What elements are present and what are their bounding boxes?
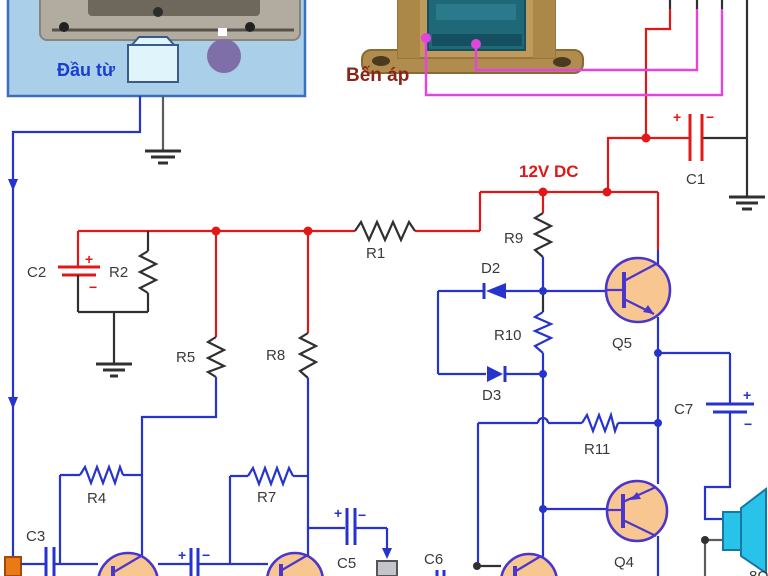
label-c2: C2 xyxy=(27,264,46,281)
cassette-screw-left xyxy=(59,22,69,32)
cassette-photo xyxy=(39,0,301,41)
pinch-roller-icon xyxy=(207,39,241,73)
c7-plus-sign: + xyxy=(743,387,751,403)
transistor-q5: Q5 xyxy=(543,192,672,353)
label-r11: R11 xyxy=(584,441,610,458)
q5-emitter-arrow-icon xyxy=(643,305,654,314)
resistor-r8 xyxy=(297,332,319,379)
rectifier-output-wire xyxy=(644,9,672,138)
label-tape-head: Đầu từ xyxy=(57,60,116,80)
resistor-r10 xyxy=(532,311,554,354)
label-r5: R5 xyxy=(176,349,195,366)
label-speaker-impedance: 8Ω xyxy=(749,568,768,576)
transformer-terminal xyxy=(421,33,431,43)
driver-stage: C6 xyxy=(424,509,558,576)
output-node: + − C7 R11 xyxy=(476,349,754,566)
ground-symbol-c1 xyxy=(729,195,765,211)
label-d3: D3 xyxy=(482,387,501,404)
diode-d2: D2 xyxy=(481,260,506,299)
transformer-photo: Bến áp xyxy=(346,0,584,86)
c5-plus-sign: + xyxy=(334,505,342,521)
capacitor-c1: + − C1 xyxy=(673,109,714,188)
label-q5: Q5 xyxy=(612,335,632,352)
resistor-r7: R7 xyxy=(228,464,308,564)
resistor-r5 xyxy=(205,336,227,378)
label-transformer: Bến áp xyxy=(346,65,409,86)
resistor-r9 xyxy=(532,212,554,258)
label-r7: R7 xyxy=(257,489,276,506)
resistor-r8-branch: R8 xyxy=(266,231,319,557)
cassette-screw-right xyxy=(245,22,255,32)
tape-deck-panel: Đầu từ xyxy=(6,0,307,98)
transistor-q4: Q4 xyxy=(539,479,669,576)
signal-input-wire xyxy=(11,96,142,558)
transformer-secondary-wires xyxy=(421,9,724,97)
volume-arrow-icon xyxy=(382,548,392,559)
resistor-r11: R11 xyxy=(478,411,658,458)
diode-bias-chain: D2 R10 D3 xyxy=(436,260,554,509)
label-r1: R1 xyxy=(366,245,385,262)
volume-pot xyxy=(376,560,398,576)
capacitor-interstage: + − xyxy=(178,547,210,576)
transistor-q3 xyxy=(500,509,558,576)
label-d2: D2 xyxy=(481,260,500,277)
label-q4: Q4 xyxy=(614,554,634,571)
label-c3: C3 xyxy=(26,528,45,545)
q4-emitter-arrow-icon xyxy=(630,492,641,500)
cassette-white-mark xyxy=(218,28,227,36)
speaker: 8Ω xyxy=(701,413,768,576)
input-stage: C3 R4 xyxy=(4,463,159,576)
capacitor-c3: C3 xyxy=(26,528,56,576)
transistor-q2 xyxy=(266,551,324,576)
resistor-r9-branch: R9 xyxy=(504,192,554,291)
resistor-r1: R1 xyxy=(354,219,416,262)
label-r9: R9 xyxy=(504,230,523,247)
label-r2: R2 xyxy=(109,264,128,281)
second-stage: + − R7 + − C5 xyxy=(158,464,398,576)
power-entry: + − C1 12V DC xyxy=(519,0,765,211)
speaker-cone-icon xyxy=(740,486,767,575)
tape-head-icon xyxy=(127,36,179,83)
label-c7: C7 xyxy=(674,401,693,418)
c7-minus-sign: − xyxy=(744,416,752,432)
ground-symbol-head xyxy=(145,149,181,165)
speaker-magnet xyxy=(722,511,743,551)
tape-head-wiring xyxy=(8,96,181,558)
resistor-r4: R4 xyxy=(58,463,142,564)
resistor-r5-branch: R5 xyxy=(140,231,227,557)
ground-symbol-bias xyxy=(96,362,132,378)
label-c5: C5 xyxy=(337,555,356,572)
q1-collector-wire xyxy=(140,377,218,557)
input-connector xyxy=(4,556,22,576)
signal-direction-arrow-icon xyxy=(8,397,18,409)
transformer-terminal xyxy=(471,39,481,49)
c2-minus-sign: − xyxy=(89,279,97,295)
c5-minus-sign: − xyxy=(358,507,366,523)
label-c6: C6 xyxy=(424,551,443,568)
bias-network-c2-r2: + − C2 R2 xyxy=(27,231,159,378)
capacitor-c5: + − C5 xyxy=(308,505,398,576)
c4-minus-sign: − xyxy=(202,547,210,563)
c4-plus-sign: + xyxy=(178,547,186,563)
capacitor-c7: + − C7 xyxy=(674,387,754,432)
signal-direction-arrow-icon xyxy=(8,179,18,191)
label-r4: R4 xyxy=(87,490,106,507)
supply-rail xyxy=(78,187,658,236)
transistor-q1 xyxy=(97,551,159,576)
supply-feed-wire xyxy=(606,136,646,192)
label-r8: R8 xyxy=(266,347,285,364)
c1-plus-sign: + xyxy=(673,109,681,125)
c1-minus-sign: − xyxy=(706,109,714,125)
label-supply-12vdc: 12V DC xyxy=(519,162,579,181)
diode-d3: D3 xyxy=(482,366,507,404)
c2-plus-sign: + xyxy=(85,251,93,267)
resistor-r2 xyxy=(137,250,159,294)
label-r10: R10 xyxy=(494,327,522,344)
label-c1: C1 xyxy=(686,171,705,188)
